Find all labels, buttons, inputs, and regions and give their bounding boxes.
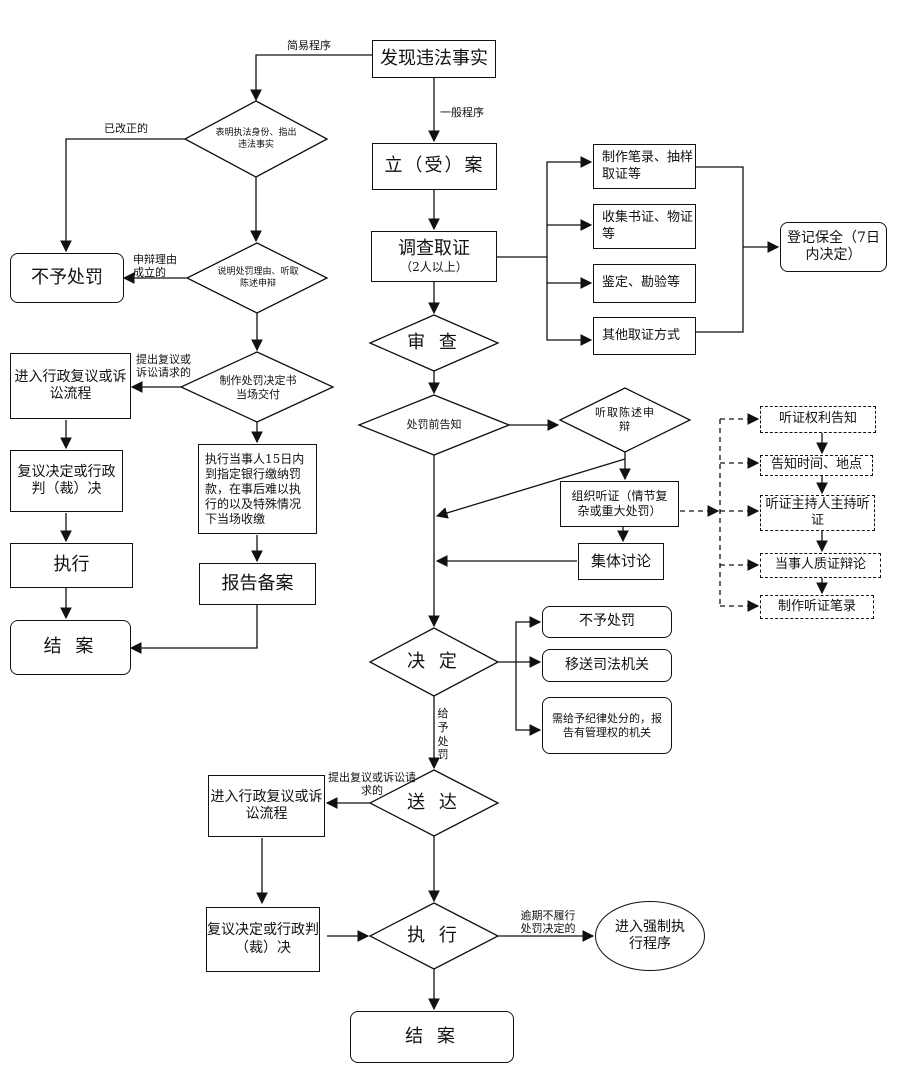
close-left-box: 结 案 <box>10 620 131 675</box>
register-preserve-text: 登记保全（7日内决定） <box>787 229 880 264</box>
hearing-right-text: 听证权利告知 <box>778 411 857 427</box>
explain-reason-text: 说明处罚理由、听取陈述申辩 <box>217 267 299 289</box>
decide-text: 决 定 <box>407 651 461 673</box>
transfer-judicial-box: 移送司法机关 <box>542 649 672 682</box>
give-penalty-label: 给予处罚 <box>437 707 449 762</box>
simple-procedure-label: 简易程序 <box>287 39 331 52</box>
review-decision-left-box: 复议决定或行政判（裁）决 <box>10 450 123 512</box>
party-cross-box: 当事人质证辩论 <box>760 553 881 578</box>
discipline-text: 需给予纪律处分的，报告有管理权的机关 <box>552 711 662 739</box>
no-penalty-right-box: 不予处罚 <box>542 606 672 638</box>
investigate-box: 调查取证 （2人以上） <box>371 231 497 282</box>
group-discussion-box: 集体讨论 <box>578 543 664 580</box>
pre-notice-text: 处罚前告知 <box>406 417 462 431</box>
review-left-bottom-box: 进入行政复议或诉讼流程 <box>208 775 325 837</box>
report-file-text: 报告备案 <box>221 572 294 594</box>
close-left-text: 结 案 <box>43 636 98 658</box>
review-text: 审 查 <box>407 332 461 354</box>
review-left-top-box: 进入行政复议或诉讼流程 <box>10 353 131 419</box>
no-penalty-left-text: 不予处罚 <box>31 266 103 288</box>
close-main-box: 结 案 <box>350 1011 514 1063</box>
pay-fine-box: 执行当事人15日内到指定银行缴纳罚款，在事后难以执行的以及特殊情况下当场收缴 <box>198 444 317 534</box>
hearing-host-box: 听证主持人主持听证 <box>760 495 875 531</box>
corrected-label: 已改正的 <box>104 122 148 135</box>
hearing-right-box: 听证权利告知 <box>760 406 876 433</box>
collect-evidence-box: 收集书证、物证等 <box>593 204 696 249</box>
defense-valid-label: 申辩理由成立的 <box>133 253 177 280</box>
execute-main-text: 执 行 <box>407 925 461 947</box>
investigate-text: 调查取证 <box>398 237 470 259</box>
deliver-text: 送 达 <box>407 792 461 814</box>
hearing-record-box: 制作听证笔录 <box>760 595 874 619</box>
enforce-text: 进入强制执行程序 <box>615 918 685 953</box>
overdue-label: 逾期不履行处罚决定的 <box>520 909 576 936</box>
appraise-text: 鉴定、勘验等 <box>602 275 681 291</box>
transfer-judicial-text: 移送司法机关 <box>565 656 649 673</box>
execute-left-text: 执行 <box>53 554 90 576</box>
close-main-text: 结 案 <box>405 1025 459 1047</box>
other-evidence-box: 其他取证方式 <box>593 317 696 355</box>
enforce-ellipse: 进入强制执行程序 <box>595 901 705 971</box>
discipline-box: 需给予纪律处分的，报告有管理权的机关 <box>542 697 672 754</box>
find-fact-box: 发现违法事实 <box>372 40 496 78</box>
file-case-box: 立（受）案 <box>372 143 497 190</box>
hearing-host-text: 听证主持人主持听证 <box>765 496 870 528</box>
hearing-record-text: 制作听证笔录 <box>777 598 856 614</box>
no-penalty-left-box: 不予处罚 <box>10 253 124 303</box>
investigate-sub-text: （2人以上） <box>400 260 468 275</box>
review-decision-bottom-box: 复议决定或行政判（裁）决 <box>206 907 320 972</box>
organize-hearing-text: 组织听证（情节复杂或重大处罚） <box>571 489 668 518</box>
make-decision-text: 制作处罚决定书 当场交付 <box>219 373 297 401</box>
notify-time-box: 告知时间、地点 <box>760 455 873 476</box>
appraise-box: 鉴定、勘验等 <box>593 264 696 303</box>
appeal-bottom-label: 提出复议或诉讼请求的 <box>328 771 416 798</box>
group-discussion-text: 集体讨论 <box>590 552 651 571</box>
review-left-bottom-text: 进入行政复议或诉讼流程 <box>210 788 323 823</box>
general-procedure-label: 一般程序 <box>440 106 484 119</box>
review-decision-left-text: 复议决定或行政判（裁）决 <box>17 463 116 498</box>
review-left-top-text: 进入行政复议或诉讼流程 <box>14 368 127 403</box>
no-penalty-right-text: 不予处罚 <box>579 613 635 630</box>
pay-fine-text: 执行当事人15日内到指定银行缴纳罚款，在事后难以执行的以及特殊情况下当场收缴 <box>205 451 305 526</box>
collect-evidence-text: 收集书证、物证等 <box>602 210 694 242</box>
hear-statement-text: 听取陈述申辩 <box>595 405 655 433</box>
other-evidence-text: 其他取证方式 <box>602 327 681 343</box>
notify-time-text: 告知时间、地点 <box>770 457 862 473</box>
appeal-top-label: 提出复议或诉讼请求的 <box>136 353 191 380</box>
execute-left-box: 执行 <box>10 543 133 588</box>
make-record-box: 制作笔录、抽样取证等 <box>593 144 696 189</box>
find-fact-text: 发现违法事实 <box>380 47 488 69</box>
make-record-text: 制作笔录、抽样取证等 <box>602 150 694 182</box>
organize-hearing-box: 组织听证（情节复杂或重大处罚） <box>560 481 679 527</box>
register-preserve-box: 登记保全（7日内决定） <box>780 222 887 272</box>
report-file-box: 报告备案 <box>199 563 316 605</box>
file-case-text: 立（受）案 <box>384 155 485 177</box>
show-id-text: 表明执法身份、指出违法事实 <box>215 128 297 150</box>
party-cross-text: 当事人质证辩论 <box>774 557 866 573</box>
review-decision-bottom-text: 复议决定或行政判（裁）决 <box>207 922 319 956</box>
